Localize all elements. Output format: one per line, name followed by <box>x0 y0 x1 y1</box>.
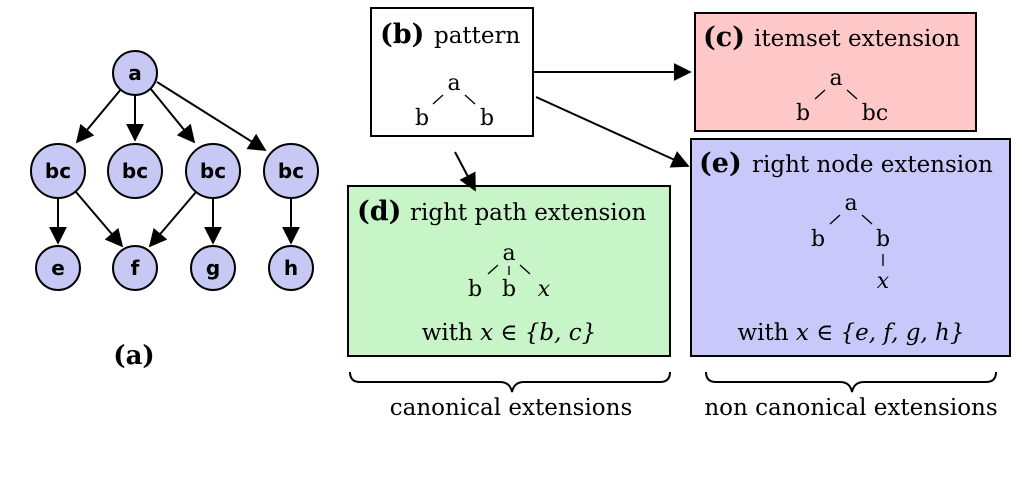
box-b-title: pattern <box>434 23 521 49</box>
arrow-b-to-e <box>535 96 690 168</box>
box-d-condition-prefix: with <box>422 320 480 346</box>
box-d-tree-edge-left <box>487 264 499 275</box>
node-f-label: f <box>131 256 140 280</box>
box-b-frame <box>370 7 534 137</box>
box-d-condition-math: x ∈ {b, c} <box>480 320 596 346</box>
node-a-label: a <box>128 61 142 85</box>
box-b-tree-right: b <box>480 106 494 131</box>
box-c-tree-edge-right <box>846 89 858 100</box>
box-e-title: right node extension <box>752 152 993 178</box>
box-e-frame <box>690 138 1011 357</box>
box-c-tag: (c) <box>703 22 745 53</box>
box-b-tag: (b) <box>380 19 424 50</box>
box-c-tree-edge-left <box>814 89 826 100</box>
box-c-tree-right: bc <box>862 101 888 126</box>
brace-label-non-canonical: non canonical extensions <box>704 395 997 421</box>
edge-a-bc3 <box>149 87 196 144</box>
braces <box>349 371 997 393</box>
box-d: (d) right path extension a b b x with x … <box>347 185 671 357</box>
node-bc1-label: bc <box>45 159 71 183</box>
box-c-tree-root: a <box>829 66 842 91</box>
brace-non-canonical <box>705 371 997 393</box>
box-d-tree-left: b <box>468 277 482 302</box>
node-f <box>112 245 158 291</box>
edge-bc3-f <box>148 191 197 248</box>
box-d-title: right path extension <box>410 200 646 226</box>
box-b-tree-edge-left <box>432 94 444 105</box>
box-e-condition: with x ∈ {e, f, g, h} <box>737 320 964 346</box>
box-c: (c) itemset extension a b bc <box>694 12 977 132</box>
node-bc2 <box>107 143 163 199</box>
box-c-frame <box>694 12 977 132</box>
box-e-tag: (e) <box>699 148 742 179</box>
node-bc3 <box>185 143 241 199</box>
box-b-tree-root: a <box>447 71 460 96</box>
brace-label-canonical: canonical extensions <box>390 395 633 421</box>
graph-caption: (a) <box>113 341 154 371</box>
box-b-tree-left: b <box>415 106 429 131</box>
box-c-title: itemset extension <box>754 26 960 52</box>
graph-nodes <box>30 50 319 291</box>
node-h-label: h <box>284 256 298 280</box>
node-bc3-label: bc <box>200 159 226 183</box>
node-h <box>268 245 314 291</box>
box-e-condition-math: x ∈ {e, f, g, h} <box>796 320 965 346</box>
box-e-tree-left: b <box>811 227 825 252</box>
box-e-tree-root: a <box>844 191 857 216</box>
node-bc1 <box>30 143 86 199</box>
node-g-label: g <box>206 256 220 280</box>
box-d-condition: with x ∈ {b, c} <box>422 320 597 346</box>
box-e-tree-right: b <box>876 227 890 252</box>
node-bc4 <box>263 143 319 199</box>
brace-canonical <box>349 371 671 393</box>
box-e-condition-prefix: with <box>737 320 795 346</box>
box-e-tree-child: x <box>877 269 890 294</box>
box-b: (b) pattern a b b <box>370 7 534 137</box>
box-c-tree-left: b <box>796 101 810 126</box>
box-d-tree-root: a <box>502 241 515 266</box>
arrow-b-to-d <box>454 151 476 192</box>
extension-arrows <box>454 63 692 192</box>
box-d-tree-right: x <box>538 277 551 302</box>
box-e: (e) right node extension a b b x with x … <box>690 138 1011 357</box>
box-e-tree-edge-left <box>829 214 841 225</box>
node-e-label: e <box>51 256 65 280</box>
edge-bc1-f <box>75 191 124 248</box>
node-bc4-label: bc <box>278 159 304 183</box>
box-b-tree-edge-right <box>464 94 476 105</box>
node-g <box>190 245 236 291</box>
box-d-tree-mid: b <box>502 277 516 302</box>
box-d-tree-edge-right <box>519 264 531 275</box>
graph-a <box>49 81 300 248</box>
node-e <box>35 245 81 291</box>
edge-a-bc1 <box>75 87 123 144</box>
node-bc2-label: bc <box>122 159 148 183</box>
box-e-tree-edge-right <box>861 214 873 225</box>
node-a <box>112 50 158 96</box>
box-d-tag: (d) <box>357 196 401 227</box>
edge-a-bc4 <box>156 81 267 151</box>
